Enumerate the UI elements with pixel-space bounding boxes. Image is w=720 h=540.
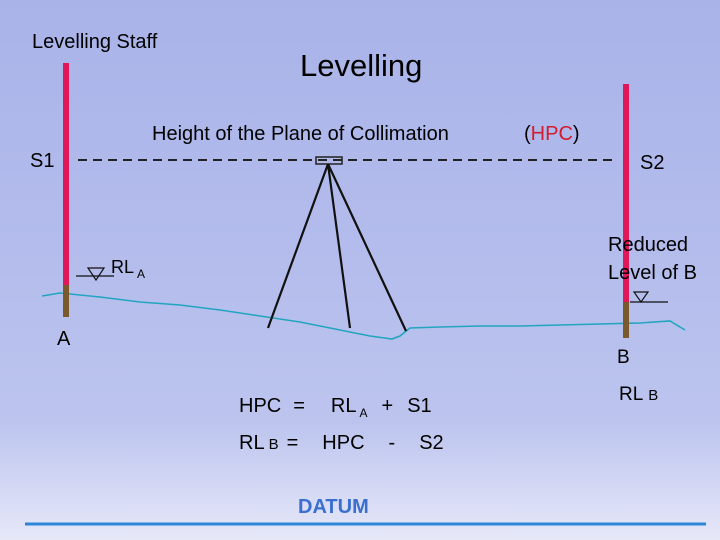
- hpc-abbr: HPC: [530, 123, 573, 145]
- point-b-label: B: [617, 347, 630, 368]
- rl-b-triangle-icon: [632, 291, 650, 304]
- station-s1-label: S1: [30, 150, 55, 172]
- staff-a-foot: [63, 285, 69, 317]
- hpc-open-paren: (: [524, 123, 531, 145]
- tripod-leg: [326, 163, 352, 329]
- reduced-level-label: Reduced Level of B: [608, 231, 697, 287]
- eq1-term2: S1: [407, 395, 432, 417]
- rl-a-triangle-icon: [86, 267, 106, 282]
- rl-a-subscript: A: [137, 267, 146, 281]
- reduced-level-line1: Reduced: [608, 234, 689, 256]
- hpc-label-text: Height of the Plane of Collimation: [152, 123, 449, 145]
- staff-label: Levelling Staff: [32, 31, 158, 53]
- eq2-term2: S2: [419, 432, 444, 454]
- station-s2-label: S2: [640, 152, 665, 174]
- staff-b-foot: [623, 302, 629, 338]
- tripod-leg: [266, 163, 330, 329]
- tripod-leg: [327, 163, 407, 332]
- eq1-lhs: HPC: [239, 395, 282, 417]
- eq1-plus: +: [381, 395, 394, 417]
- point-a-label: A: [57, 328, 71, 350]
- eq1-equals: =: [293, 395, 305, 417]
- eq1-term1: RL: [330, 395, 357, 417]
- eq2-lhs-subscript: B: [268, 436, 279, 453]
- rl-a-text: RL: [111, 257, 135, 277]
- hpc-close-paren: ): [572, 123, 580, 145]
- eq1-term1-subscript: A: [359, 406, 368, 420]
- staff-b-pole: [623, 84, 629, 302]
- rl-b-subscript: B: [648, 387, 659, 404]
- reduced-level-line2: Level of B: [608, 262, 697, 284]
- eq2-minus: -: [388, 432, 396, 454]
- eq2-equals: =: [286, 432, 299, 454]
- staff-a-pole: [63, 63, 69, 285]
- eq2-term1: HPC: [322, 432, 365, 454]
- ground-line: [41, 292, 686, 340]
- hpc-label: Height of the Plane of Collimation: [152, 124, 449, 144]
- eq2-lhs: RL: [239, 432, 265, 454]
- slide-title: Levelling: [300, 48, 423, 83]
- rl-b-text: RL: [619, 384, 644, 405]
- hpc-abbreviation: (HPC): [524, 124, 580, 144]
- datum-label: DATUM: [298, 496, 369, 518]
